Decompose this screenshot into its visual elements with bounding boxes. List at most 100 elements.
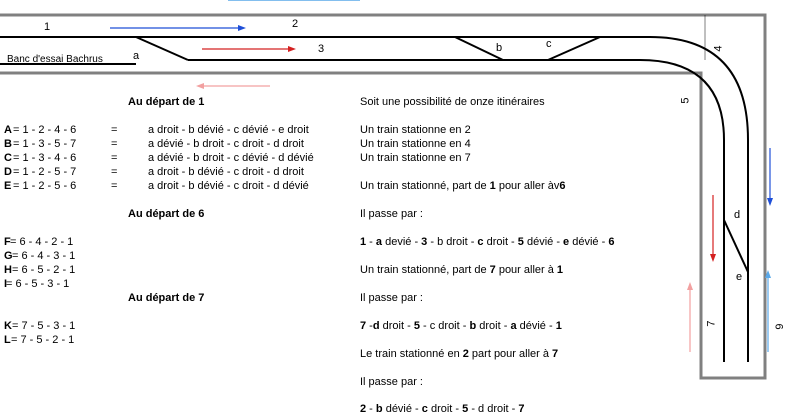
switch-c-line (547, 36, 601, 61)
para-text: Le train stationné en (360, 348, 463, 360)
switch-label-b: b (496, 42, 503, 54)
route-eq: = (111, 166, 118, 178)
red-arrow-head (288, 46, 296, 52)
curve-4 (600, 36, 749, 362)
seq-bold: 5 (517, 236, 524, 248)
seq-text: droit - (476, 320, 511, 332)
para-to: 6 (559, 180, 566, 192)
heading-depart-6: Au départ de 6 (128, 208, 205, 220)
para-to: 7 (552, 348, 559, 360)
seq-text: droit - (427, 403, 463, 415)
intro-text: Soit une possibilité de onze itinéraires (360, 96, 545, 108)
route-path: = 7 - 5 - 3 - 1 (12, 320, 76, 332)
seq-bold: 1 (360, 236, 367, 248)
route-path: = 1 - 3 - 5 - 7 (13, 138, 77, 150)
route-path: = 6 - 5 - 2 - 1 (12, 264, 76, 276)
seq-bold: b (469, 320, 477, 332)
para-to: 1 (556, 264, 564, 276)
seq-text: dévié - (382, 403, 422, 415)
lightblue-arrow-head (765, 270, 771, 278)
heading-depart-7: Au départ de 7 (128, 292, 205, 304)
stationne-line: Un train stationne en 7 (360, 152, 471, 164)
route-eq: = (111, 180, 118, 192)
route-path: = 1 - 2 - 4 - 6 (13, 124, 77, 136)
seq-bold: 5 (413, 320, 420, 332)
seq-text: - (366, 403, 376, 415)
para-text: Un train stationné, part de (360, 264, 490, 276)
para-from: 2 (462, 348, 469, 360)
route-desc: a dévié - b droit - c dévié - d dévié (148, 152, 314, 164)
heading-depart-1: Au départ de 1 (128, 96, 205, 108)
route-id: H (4, 264, 12, 276)
switch-b-line (454, 36, 504, 61)
switch-label-e: e (736, 271, 743, 283)
route-path: = 6 - 4 - 2 - 1 (10, 236, 74, 248)
switch-label-a: a (133, 50, 140, 62)
para-text: part pour aller à (468, 348, 553, 360)
paragraph-1: Un train stationné, part de 1 pour aller… (360, 180, 565, 193)
paragraph-3: Le train stationné en 2 part pour aller … (360, 348, 558, 361)
seq-bold: a (375, 236, 383, 248)
route-id: B (4, 138, 12, 150)
route-path: = 7 - 5 - 2 - 1 (11, 334, 75, 346)
switch-de-line (723, 219, 749, 273)
pink-arrow-head (687, 282, 693, 290)
sequence-3: 2 - b dévié - c droit - 5 - d droit - 7 (360, 403, 525, 416)
seq-text: dévié - (523, 236, 564, 248)
blue-arrow-head (238, 25, 246, 31)
red-arrow-head (710, 254, 716, 262)
layout-frame (0, 13, 767, 380)
switch-label-c: c (546, 38, 552, 50)
route-desc: a droit - b dévié - c droit - d dévié (148, 180, 309, 192)
route-id: I (4, 278, 8, 290)
para-text: pour aller àv (495, 180, 560, 192)
seq-text: - c droit - (419, 320, 470, 332)
test-bench-label: Banc d'essai Bachrus (7, 54, 103, 65)
seq-text: dévié - (569, 236, 609, 248)
track-label-3: 3 (318, 43, 325, 55)
seq-bold: d (372, 320, 380, 332)
route-path: = 1 - 2 - 5 - 6 (13, 180, 77, 192)
track-label-6: 6 (772, 323, 785, 330)
route-path: = 6 - 4 - 3 - 1 (12, 250, 76, 262)
route-id: C (4, 152, 12, 164)
track-label-4: 4 (712, 45, 725, 52)
track-label-5: 5 (679, 97, 692, 104)
track-label-1: 1 (44, 21, 51, 33)
route-eq: = (111, 138, 118, 150)
seq-text: - d droit - (468, 403, 519, 415)
seq-bold: b (375, 403, 383, 415)
seq-text: - (366, 236, 376, 248)
seq-bold: 7 (518, 403, 525, 415)
stationne-line: Un train stationne en 2 (360, 124, 471, 136)
para-from: 7 (489, 264, 496, 276)
route-eq: = (111, 124, 118, 136)
route-id: L (4, 334, 11, 346)
seq-text: droit - (379, 320, 414, 332)
passe-label: Il passe par : (360, 376, 423, 388)
seq-bold: c (477, 236, 484, 248)
passe-label: Il passe par : (360, 292, 423, 304)
route-desc: a droit - b dévié - c droit - d droit (148, 166, 304, 178)
route-desc: a dévié - b droit - c droit - d droit (148, 138, 304, 150)
switch-label-d: d (734, 209, 741, 221)
seq-bold: 5 (462, 403, 469, 415)
para-text: Un train stationné, part de (360, 180, 490, 192)
seq-bold: 6 (608, 236, 615, 248)
seq-text: devié - (382, 236, 422, 248)
para-from: 1 (489, 180, 496, 192)
seq-bold: e (563, 236, 570, 248)
route-id: K (4, 320, 12, 332)
route-id: A (4, 124, 12, 136)
route-path: = 1 - 2 - 5 - 7 (13, 166, 77, 178)
route-path: = 1 - 3 - 4 - 6 (13, 152, 77, 164)
route-id: E (4, 180, 12, 192)
pink-arrow-head (196, 83, 204, 89)
route-eq: = (111, 152, 118, 164)
para-text: pour aller à (495, 264, 557, 276)
route-path: = 6 - 5 - 3 - 1 (6, 278, 70, 290)
seq-bold: 3 (421, 236, 428, 248)
passe-label: Il passe par : (360, 208, 423, 220)
sequence-2: 7 -d droit - 5 - c droit - b droit - a d… (360, 320, 562, 333)
